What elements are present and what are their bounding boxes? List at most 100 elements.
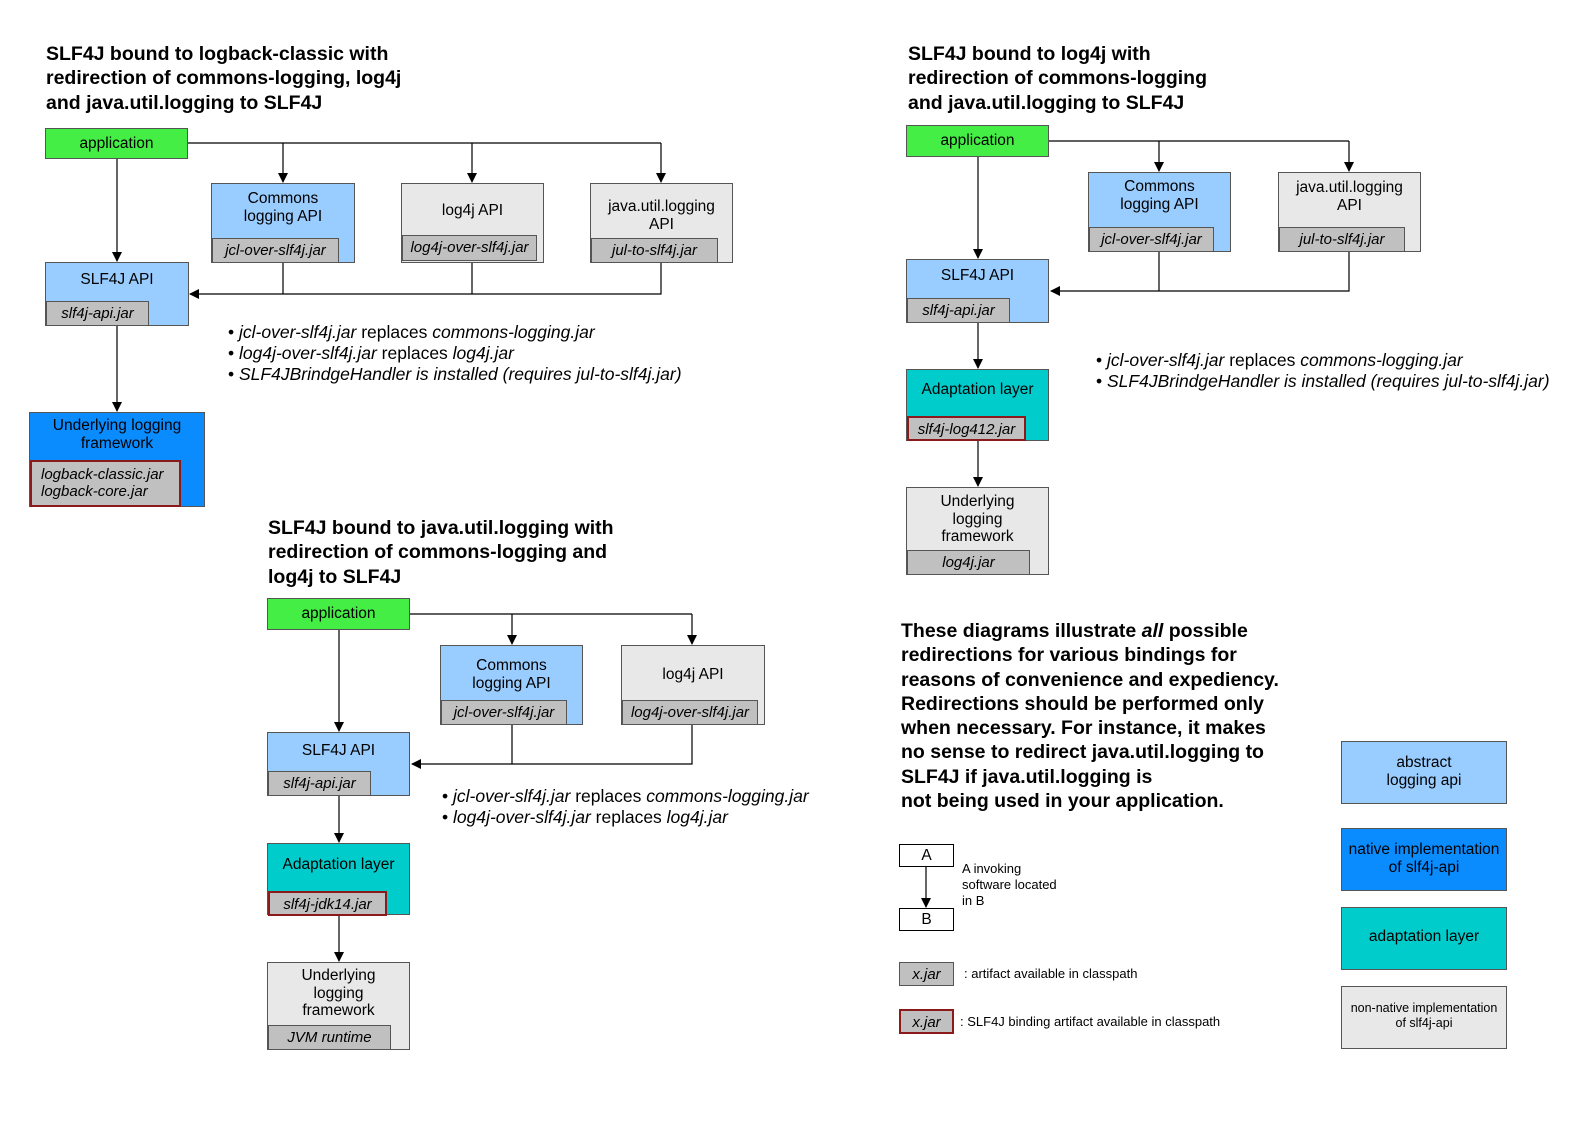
explanation-line: not being used in your application.: [901, 790, 1224, 813]
legend-label-line: abstract: [1396, 754, 1452, 771]
d3-application-box: application: [267, 598, 410, 630]
diagram1-title: SLF4J bound to logback-classic with redi…: [46, 42, 401, 115]
explanation-line: reasons of convenience and expediency.: [901, 668, 1279, 691]
d2-adaptation-layer-box: Adaptation layer slf4j-log412.jar: [906, 369, 1049, 441]
note-verb: replaces: [570, 786, 647, 806]
legend-box-a: A: [899, 844, 954, 867]
note-verb: replaces: [1224, 350, 1301, 370]
diagram3-title-line: redirection of commons-logging and: [268, 541, 608, 564]
d2-slf4j-api-box: SLF4J API slf4j-api.jar: [906, 259, 1049, 323]
diagram1-title-line: redirection of commons-logging, log4j: [46, 67, 402, 90]
d3-log4j-api-label-line: log4j API: [662, 666, 724, 683]
legend-artifact-jar: x.jar: [899, 962, 954, 986]
diagram2-title-line: SLF4J bound to log4j with: [908, 43, 1151, 65]
d1-slf4j-api-jar: slf4j-api.jar: [46, 301, 149, 326]
d3-commons-logging-label-line: logging API: [472, 674, 551, 692]
d1-underlying-framework-label-line: Underlying logging: [52, 417, 182, 434]
d1-note-item: • jcl-over-slf4j.jar replaces commons-lo…: [228, 322, 595, 342]
d2-slf4j-api-jar-label: slf4j-api.jar: [922, 302, 995, 319]
d3-log4j-over-slf4j-jar-label: log4j-over-slf4j.jar: [630, 704, 750, 721]
diagram1-title-line: SLF4J bound to logback-classic with: [46, 43, 389, 65]
d2-underlying-framework-box: Underlying logging framework log4j.jar: [906, 487, 1049, 575]
legend-box-b: B: [899, 908, 954, 931]
legend-binding-text: : SLF4J binding artifact available in cl…: [960, 1014, 1220, 1030]
d2-jcl-over-slf4j-jar-label: jcl-over-slf4j.jar: [1101, 231, 1202, 248]
d2-jul-api-label: java.util.logging API: [1279, 179, 1420, 214]
note-verb: replaces: [376, 343, 453, 363]
d2-log4j-jar-label: log4j.jar: [942, 554, 995, 571]
explanation-text: These diagrams illustrate: [901, 620, 1142, 642]
d3-slf4j-api-jar-label: slf4j-api.jar: [283, 775, 356, 792]
d1-jcl-over-slf4j-jar: jcl-over-slf4j.jar: [212, 238, 339, 263]
d2-slf4j-log412-jar: slf4j-log412.jar: [907, 416, 1026, 441]
d1-jul-to-slf4j-jar-label: jul-to-slf4j.jar: [611, 242, 698, 259]
d3-slf4j-api-box: SLF4J API slf4j-api.jar: [267, 732, 410, 796]
legend-adaptation-swatch: adaptation layer: [1341, 907, 1507, 970]
legend-binding-jar-label: x.jar: [912, 1014, 941, 1031]
d1-slf4j-api-box: SLF4J API slf4j-api.jar: [45, 262, 189, 326]
d3-underlying-framework-box: Underlying logging framework JVM runtime: [267, 962, 410, 1050]
explanation-emphasis: all: [1141, 620, 1164, 642]
legend-label-line: adaptation layer: [1368, 928, 1480, 945]
explanation-line: SLF4J if java.util.logging is: [901, 765, 1153, 788]
legend-label-line: non-native implementation: [1350, 1001, 1498, 1015]
d3-underlying-framework-label-line: framework: [302, 1002, 375, 1019]
explanation-line: no sense to redirect java.util.logging t…: [901, 741, 1264, 764]
legend-artifact-jar-label: x.jar: [912, 966, 941, 983]
note-text: SLF4JBrindgeHandler is installed (requir…: [239, 364, 682, 384]
d2-underlying-framework-label-line: Underlying: [940, 493, 1015, 510]
d1-underlying-framework-box: Underlying logging framework logback-cla…: [29, 412, 205, 507]
d2-jul-api-label-line: API: [1337, 196, 1362, 214]
d2-jcl-over-slf4j-jar: jcl-over-slf4j.jar: [1089, 227, 1214, 252]
diagram2-title-line: and java.util.logging to SLF4J: [908, 91, 1185, 114]
note-target: commons-logging.jar: [432, 322, 595, 342]
d1-note-item: • SLF4JBrindgeHandler is installed (requ…: [228, 364, 682, 384]
d1-commons-logging-label-line: logging API: [243, 207, 323, 225]
d1-jul-api-label-line: API: [649, 215, 674, 233]
d3-note-item: • log4j-over-slf4j.jar replaces log4j.ja…: [442, 807, 728, 827]
explanation-line: These diagrams illustrate all possible: [901, 619, 1279, 643]
d3-slf4j-api-label: SLF4J API: [301, 742, 376, 759]
d3-log4j-over-slf4j-jar: log4j-over-slf4j.jar: [622, 700, 758, 725]
d1-logback-core-jar: logback-core.jar: [41, 483, 148, 500]
explanation-line: redirections for various bindings for: [901, 644, 1237, 667]
legend-native-impl-swatch: native implementation of slf4j-api: [1341, 828, 1507, 891]
note-jar: log4j-over-slf4j.jar: [453, 807, 591, 827]
d2-underlying-framework-label-line: framework: [941, 528, 1014, 545]
note-jar: jcl-over-slf4j.jar: [1107, 350, 1225, 370]
d2-jul-to-slf4j-jar-label: jul-to-slf4j.jar: [1299, 231, 1385, 248]
note-jar: jcl-over-slf4j.jar: [239, 322, 357, 342]
d1-commons-logging-label: Commons logging API: [212, 190, 354, 225]
explanation-text: possible: [1163, 620, 1248, 642]
legend-label-line: of slf4j-api: [1395, 1016, 1453, 1030]
d3-commons-logging-label-line: Commons: [476, 657, 547, 674]
note-target: log4j.jar: [452, 343, 514, 363]
d3-log4j-api-box: log4j API log4j-over-slf4j.jar: [621, 645, 765, 725]
d3-jvm-runtime-jar-label: JVM runtime: [287, 1029, 372, 1046]
d2-slf4j-api-jar: slf4j-api.jar: [907, 298, 1010, 323]
d2-apis-return-line: [1158, 252, 1350, 292]
d2-application-label: application: [940, 132, 1015, 149]
legend-artifact-text: : artifact available in classpath: [964, 966, 1137, 982]
legend-invoking-line: in B: [962, 893, 985, 908]
legend-native-impl-label: native implementation of slf4j-api: [1342, 841, 1506, 876]
d3-adaptation-layer-box: Adaptation layer slf4j-jdk14.jar: [267, 843, 410, 916]
note-verb: replaces: [590, 807, 667, 827]
d3-slf4j-jdk14-jar: slf4j-jdk14.jar: [268, 891, 387, 916]
explanation-paragraph: These diagrams illustrate all possible r…: [901, 619, 1279, 813]
d1-jul-api-box: java.util.logging API jul-to-slf4j.jar: [590, 183, 733, 263]
d3-underlying-framework-label-line: logging: [313, 984, 364, 1002]
d3-jcl-over-slf4j-jar-label: jcl-over-slf4j.jar: [453, 704, 555, 721]
note-jar: jcl-over-slf4j.jar: [453, 786, 571, 806]
diagram3-title-line: log4j to SLF4J: [268, 565, 402, 588]
d1-log4j-api-label-line: log4j API: [441, 202, 504, 219]
legend-abstract-api-swatch: abstract logging api: [1341, 741, 1507, 804]
d3-jvm-runtime-jar: JVM runtime: [268, 1025, 391, 1050]
d2-slf4j-log412-jar-label: slf4j-log412.jar: [917, 421, 1016, 438]
d3-underlying-framework-label-line: Underlying: [301, 967, 376, 984]
d1-underlying-framework-label-line: framework: [80, 434, 154, 452]
legend-invoking-line: software located: [962, 877, 1057, 892]
d3-note-item: • jcl-over-slf4j.jar replaces commons-lo…: [442, 786, 809, 806]
note-target: commons-logging.jar: [1300, 350, 1463, 370]
